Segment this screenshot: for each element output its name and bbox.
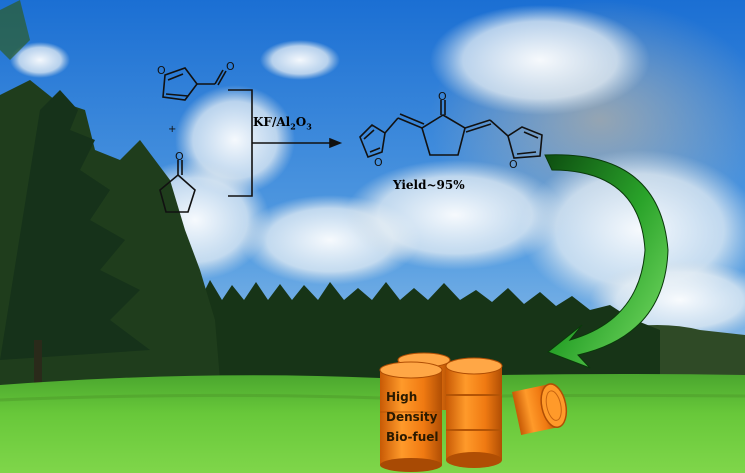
reagent-label: KF/Al2O3 <box>253 115 312 132</box>
furfural-molecule <box>162 67 227 101</box>
product-carbonyl-oxygen-label: O <box>438 90 447 103</box>
furfural-oxygen-label: O <box>157 64 166 77</box>
cyclopentanone-molecule <box>159 160 196 213</box>
product-left-furan-oxygen-label: O <box>374 156 383 169</box>
product-molecule <box>359 100 543 159</box>
plus-sign: + <box>168 124 177 135</box>
forest <box>150 280 660 395</box>
barrel-label-line3: Bio-fuel <box>386 430 439 444</box>
reaction-scheme <box>159 67 543 213</box>
large-tree <box>0 80 220 410</box>
curved-arrow-icon <box>544 154 669 369</box>
fuel-barrels <box>379 352 568 472</box>
barrel-label-line2: Density <box>386 410 438 424</box>
product-right-furan-oxygen-label: O <box>509 158 518 171</box>
yield-label: Yield~95% <box>393 178 465 192</box>
furfural-carbonyl-oxygen-label: O <box>226 60 235 73</box>
barrel-label-line1: High <box>386 390 418 404</box>
cyclopentanone-oxygen-label: O <box>175 150 184 163</box>
